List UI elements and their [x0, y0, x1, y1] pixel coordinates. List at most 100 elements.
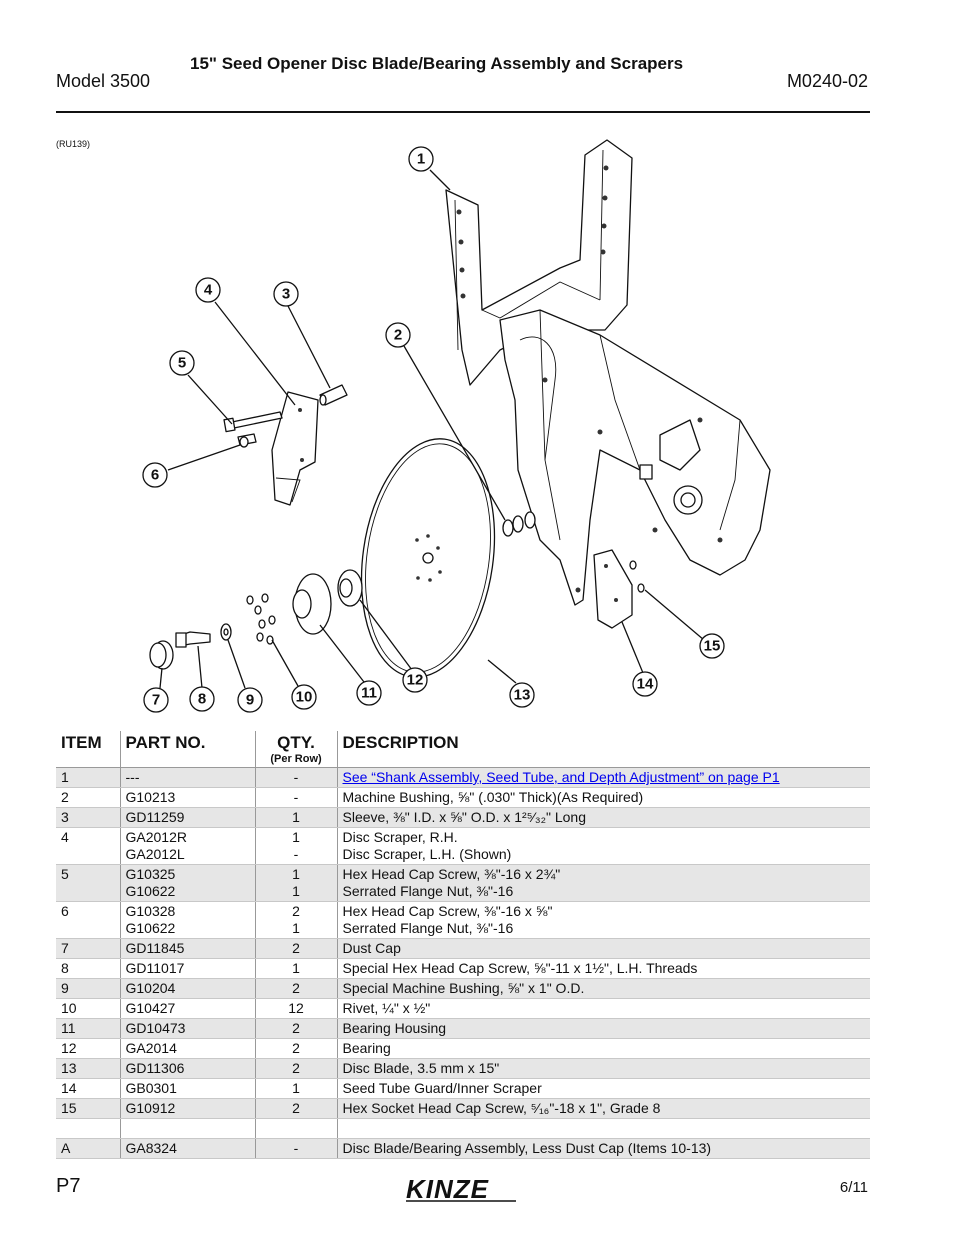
- shank-bracket-drawing: [445, 139, 633, 386]
- callout-10: 10: [291, 684, 317, 710]
- item-cell: 4: [56, 827, 121, 865]
- description-cell: Disc Scraper, R.H.Disc Scraper, L.H. (Sh…: [337, 827, 870, 865]
- description-cell-line: Rivet, ¼" x ½": [342, 1000, 431, 1016]
- description-cell-line: Serrated Flange Nut, ⅜"-16: [342, 883, 514, 899]
- parts-table: ITEM PART NO. QTY.(Per Row) DESCRIPTION …: [56, 731, 870, 1159]
- header-item: ITEM: [56, 731, 121, 768]
- svg-text:5: 5: [178, 355, 186, 372]
- table-spacer-row: [56, 1118, 870, 1139]
- description-cell: Hex Socket Head Cap Screw, ⁵⁄₁₆"-18 x 1"…: [337, 1098, 870, 1119]
- part-number-cell: [120, 1118, 256, 1139]
- quantity-cell: 2: [255, 1098, 338, 1119]
- quantity-cell: -: [255, 767, 338, 788]
- document-number: M0240-02: [786, 71, 868, 91]
- part-number-cell: GA2014: [120, 1038, 256, 1059]
- quantity-cell-line: 1: [292, 866, 300, 882]
- item-cell: 7: [56, 938, 121, 959]
- svg-text:11: 11: [361, 685, 377, 702]
- description-cell: See “Shank Assembly, Seed Tube, and Dept…: [337, 767, 870, 788]
- svg-text:4: 4: [204, 282, 213, 299]
- bearing-drawing: [337, 569, 363, 607]
- quantity-cell-line: 12: [288, 1000, 304, 1016]
- page-number: P7: [56, 1175, 81, 1197]
- description-cell: Sleeve, ⅜" I.D. x ⅝" O.D. x 1²⁵⁄₃₂" Long: [337, 807, 870, 828]
- description-cell-line: Hex Socket Head Cap Screw, ⁵⁄₁₆"-18 x 1"…: [342, 1100, 661, 1116]
- part-number-cell-line: G10912: [125, 1100, 176, 1116]
- description-cell: Seed Tube Guard/Inner Scraper: [337, 1078, 870, 1099]
- description-cell: Special Machine Bushing, ⅝" x 1" O.D.: [337, 978, 870, 999]
- callout-3: 3: [273, 281, 299, 307]
- svg-text:10: 10: [296, 689, 313, 706]
- figure-reference: (RU139): [56, 139, 91, 149]
- item-cell: 15: [56, 1098, 121, 1119]
- part-number-cell-line: G10213: [125, 789, 176, 805]
- callout-14: 14: [632, 671, 658, 697]
- part-number-cell: G10427: [120, 998, 256, 1019]
- svg-text:7: 7: [152, 692, 160, 709]
- disc-blade-drawing: [360, 438, 496, 678]
- parts-table-body: 1----See “Shank Assembly, Seed Tube, and…: [56, 767, 870, 1159]
- quantity-cell-line: 2: [292, 903, 300, 919]
- description-cell-line: Disc Blade/Bearing Assembly, Less Dust C…: [342, 1140, 712, 1156]
- part-number-cell-line: G10622: [125, 920, 176, 936]
- item-cell: A: [56, 1138, 121, 1159]
- leader-lines: [159, 169, 705, 689]
- description-cell-line: Bearing Housing: [342, 1020, 447, 1036]
- header-qty-label: QTY.: [277, 733, 315, 752]
- bearing-housing-drawing: [292, 573, 332, 635]
- part-number-cell: GA8324: [120, 1138, 256, 1159]
- quantity-cell-line: 1: [292, 809, 300, 825]
- svg-text:8: 8: [198, 691, 206, 708]
- quantity-cell-line: 1: [292, 1080, 300, 1096]
- quantity-cell: -: [255, 787, 338, 808]
- opener-frame-drawing: [499, 309, 771, 606]
- cross-reference-link[interactable]: See “Shank Assembly, Seed Tube, and Dept…: [342, 769, 780, 785]
- machine-bushings-drawing: [502, 511, 536, 537]
- item-cell: 5: [56, 864, 121, 902]
- callout-4: 4: [195, 277, 221, 303]
- quantity-cell-line: 2: [292, 1060, 300, 1076]
- quantity-cell: 2: [255, 1058, 338, 1079]
- part-number-cell-line: GD10473: [125, 1020, 186, 1036]
- part-number-cell: GD11259: [120, 807, 256, 828]
- item-cell: 9: [56, 978, 121, 999]
- quantity-cell-line: 1: [292, 920, 300, 936]
- svg-text:3: 3: [282, 286, 290, 303]
- description-cell: Machine Bushing, ⅝" (.030" Thick)(As Req…: [337, 787, 870, 808]
- quantity-cell: -: [255, 1138, 338, 1159]
- part-number-cell-line: G10325: [125, 866, 176, 882]
- description-cell: Special Hex Head Cap Screw, ⅝"-11 x 1½",…: [337, 958, 870, 979]
- description-cell: Dust Cap: [337, 938, 870, 959]
- quantity-cell-line: 2: [292, 1100, 300, 1116]
- revision-date: 6/11: [839, 1179, 868, 1196]
- description-cell-line: Hex Head Cap Screw, ⅜"-16 x 2¾": [342, 866, 561, 882]
- part-number-cell-line: G10427: [125, 1000, 176, 1016]
- description-cell: Disc Blade/Bearing Assembly, Less Dust C…: [337, 1138, 870, 1159]
- disc-scraper-drawing: [271, 391, 319, 506]
- part-number-cell: GD11017: [120, 958, 256, 979]
- quantity-cell: 2: [255, 938, 338, 959]
- part-number-cell-line: GA2012R: [125, 829, 187, 845]
- callout-9: 9: [237, 687, 263, 713]
- part-number-cell-line: ---: [125, 769, 140, 785]
- sleeve-drawing: [319, 384, 348, 406]
- item-cell: 8: [56, 958, 121, 979]
- svg-text:6: 6: [151, 467, 159, 484]
- callout-11: 11: [356, 680, 382, 706]
- part-number-cell-line: G10204: [125, 980, 176, 996]
